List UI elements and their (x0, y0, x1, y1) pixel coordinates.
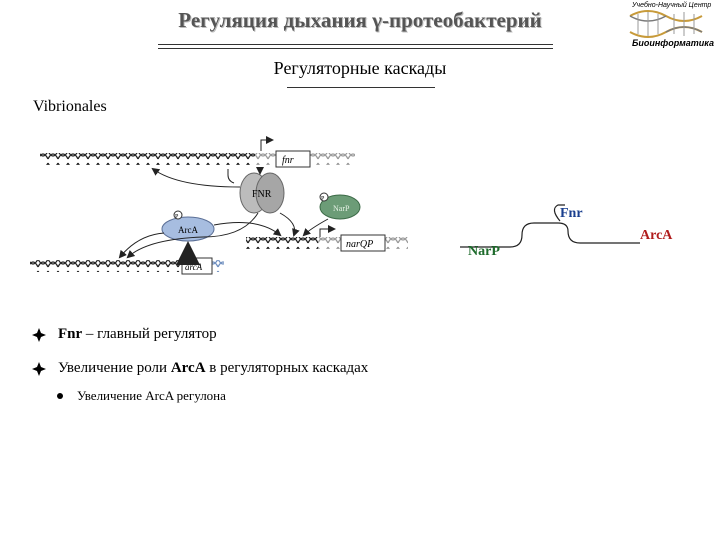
narp-protein: P NarP (319, 192, 361, 220)
fnr-autoreg-arrow (151, 167, 241, 188)
narqp-gene-label: narQP (346, 239, 373, 250)
fnr-protein: FNR (239, 172, 285, 214)
cascade-arca-label: ArcA (640, 228, 673, 243)
section-label: Vibrionales (33, 98, 107, 115)
bullet-2-bold: ArcA (170, 360, 206, 376)
arca-protein-label: ArcA (178, 225, 198, 235)
narp-to-fnr-line (460, 222, 540, 248)
diamond-bullet-icon (32, 361, 46, 376)
sub-bullet-1: Увеличение ArcA регулона (57, 388, 226, 404)
fnr-to-arca-line (540, 222, 640, 244)
dna-strand-bottom (30, 260, 188, 272)
dna-strand-top (40, 153, 255, 165)
title-underline-2 (158, 48, 553, 49)
logo-top-text: Учебно-Научный Центр (632, 2, 712, 9)
title-underline (158, 44, 553, 45)
bullet-1: Fnr – главный регулятор (32, 326, 217, 343)
slide-title: Регуляция дыхания γ-протеобактерий (178, 8, 542, 32)
fnr-protein-label: FNR (252, 189, 272, 200)
fnr-promoter-arrow (260, 136, 274, 151)
narqp-gene-box (340, 234, 386, 252)
sub-bullet-1-text: Увеличение ArcA регулона (77, 388, 226, 403)
fnr-to-arca-arrow (126, 212, 259, 259)
svg-text:P: P (321, 196, 325, 202)
arca-gene-label: arcA (185, 262, 203, 272)
slide-subtitle: Регуляторные каскады (273, 58, 447, 78)
dna-logo-icon (629, 10, 703, 38)
regulatory-diagram: fnr FNR P ArcA P NarP narQP arcA (30, 136, 408, 275)
cascade-narp-label: NarP (468, 244, 500, 259)
fnr-to-narqp-arrow (279, 212, 300, 237)
cascade-fnr-label: Fnr (560, 206, 583, 221)
narp-to-narqp-arrow (302, 218, 329, 237)
cascade-diagram: Fnr NarP ArcA (460, 204, 673, 259)
bullet-2-text-after: в регуляторных каскадах (205, 360, 369, 376)
fnr-lead-line (553, 204, 565, 222)
arca-to-narqp-arrow (213, 222, 282, 237)
narqp-promoter-arrow (319, 225, 336, 237)
bullet-1-bold: Fnr (58, 326, 83, 342)
dna-strand-mid (246, 237, 318, 249)
arca-autoreg-arrow (118, 232, 165, 259)
subtitle-underline (287, 87, 435, 88)
bullet-1-text: – главный регулятор (82, 326, 217, 342)
svg-text:P: P (175, 214, 179, 220)
fnr-gene-box (275, 150, 311, 168)
fnr-gene-label: fnr (282, 155, 294, 166)
logo: Учебно-Научный Центр Биоинформатика (618, 2, 718, 54)
diamond-bullet-icon (32, 327, 46, 342)
bullet-2-text-before: Увеличение роли (58, 360, 171, 376)
fnr-down-arrow (227, 169, 235, 184)
narp-protein-label: NarP (333, 204, 350, 213)
bullet-2: Увеличение роли ArcA в регуляторных каск… (32, 360, 368, 377)
round-bullet-icon (57, 393, 63, 399)
logo-bottom-text: Биоинформатика (632, 38, 714, 48)
